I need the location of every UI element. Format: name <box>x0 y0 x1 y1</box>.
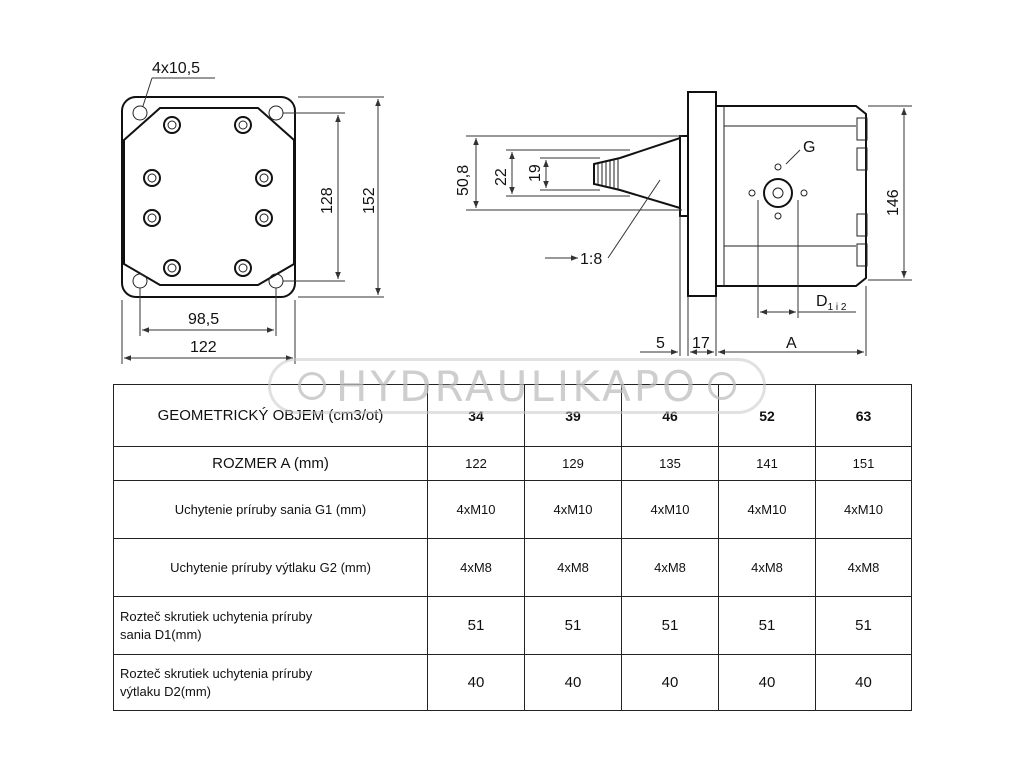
mount-hole-tr <box>268 105 284 121</box>
table-cell: 4xM8 <box>621 538 719 597</box>
pilot <box>679 135 689 217</box>
table-cell: 135 <box>621 446 719 481</box>
dim-19: 19 <box>527 164 544 182</box>
table-cell: 4xM10 <box>815 480 912 539</box>
table-cell: 40 <box>427 654 525 711</box>
row-label-line1: Rozteč skrutiek uchytenia príruby <box>120 608 313 624</box>
bolt-pattern <box>143 116 273 277</box>
table-cell: 51 <box>427 596 525 655</box>
header-value: 34 <box>427 384 525 447</box>
table-cell: 51 <box>815 596 912 655</box>
mount-hole-br <box>268 273 284 289</box>
taper-label: 1:8 <box>580 251 602 268</box>
table-cell: 4xM8 <box>524 538 622 597</box>
row-label-line2: sania D1(mm) <box>120 626 202 642</box>
table-cell: 141 <box>718 446 816 481</box>
header-value: 63 <box>815 384 912 447</box>
table-cell: 51 <box>524 596 622 655</box>
table-cell: 122 <box>427 446 525 481</box>
table-cell: 40 <box>621 654 719 711</box>
table-cell: 4xM10 <box>621 480 719 539</box>
table-cell: 40 <box>718 654 816 711</box>
port-label: G <box>803 139 815 156</box>
table-cell: 4xM10 <box>718 480 816 539</box>
table-cell: 40 <box>524 654 622 711</box>
mount-hole-bl <box>132 273 148 289</box>
dim-146: 146 <box>885 189 902 216</box>
table-header-row: GEOMETRICKÝ OBJEM (cm3/ot) 34 39 46 52 6… <box>113 384 912 447</box>
header-value: 46 <box>621 384 719 447</box>
row-label-line2: výtlaku D2(mm) <box>120 683 212 699</box>
table-cell: 51 <box>718 596 816 655</box>
pump-body-outline <box>123 107 295 286</box>
dim-width: 122 <box>190 339 217 356</box>
side-view: G 50,8 22 19 1:8 146 D1 i 2 <box>455 91 912 356</box>
table-cell: 4xM8 <box>427 538 525 597</box>
table-cell: 151 <box>815 446 912 481</box>
row-label: Rozteč skrutiek uchytenia príruby sania … <box>113 596 428 655</box>
table-row: Rozteč skrutiek uchytenia príruby sania … <box>113 596 912 655</box>
d-label: D1 i 2 <box>816 293 847 313</box>
shaft-thread <box>597 159 619 189</box>
dim-hole-spacing-vertical: 128 <box>319 187 336 214</box>
row-label-line1: Rozteč skrutiek uchytenia príruby <box>120 665 313 681</box>
dim-22: 22 <box>493 168 510 186</box>
dim-hole-spacing-horizontal: 98,5 <box>188 311 219 328</box>
dim-17: 17 <box>692 335 710 352</box>
table-cell: 129 <box>524 446 622 481</box>
side-flange <box>687 91 717 297</box>
dim-a: A <box>786 335 797 352</box>
row-label: Uchytenie príruby sania G1 (mm) <box>113 480 428 539</box>
spec-table: GEOMETRICKÝ OBJEM (cm3/ot) 34 39 46 52 6… <box>113 384 912 711</box>
dim-5: 5 <box>656 335 665 352</box>
table-row: Uchytenie príruby sania G1 (mm) 4xM10 4x… <box>113 480 912 539</box>
table-row: Uchytenie príruby výtlaku G2 (mm) 4xM8 4… <box>113 538 912 597</box>
table-cell: 51 <box>621 596 719 655</box>
header-label: GEOMETRICKÝ OBJEM (cm3/ot) <box>113 384 428 447</box>
dim-height: 152 <box>361 187 378 214</box>
mount-hole-tl <box>132 105 148 121</box>
port <box>748 149 808 220</box>
table-row: ROZMER A (mm) 122 129 135 141 151 <box>113 446 912 481</box>
dim-50-8: 50,8 <box>455 165 472 196</box>
table-cell: 4xM10 <box>524 480 622 539</box>
holes-label: 4x10,5 <box>152 60 200 77</box>
row-label: Uchytenie príruby výtlaku G2 (mm) <box>113 538 428 597</box>
row-label: Rozteč skrutiek uchytenia príruby výtlak… <box>113 654 428 711</box>
tapered-shaft <box>593 136 681 210</box>
front-view: 4x10,5 128 152 98,5 122 <box>121 60 384 364</box>
flange-plate <box>121 96 296 298</box>
table-cell: 40 <box>815 654 912 711</box>
header-value: 39 <box>524 384 622 447</box>
pump-body <box>715 105 867 287</box>
table-cell: 4xM8 <box>718 538 816 597</box>
row-label: ROZMER A (mm) <box>113 446 428 481</box>
table-cell: 4xM10 <box>427 480 525 539</box>
table-cell: 4xM8 <box>815 538 912 597</box>
header-value: 52 <box>718 384 816 447</box>
table-row: Rozteč skrutiek uchytenia príruby výtlak… <box>113 654 912 711</box>
technical-drawing: 4x10,5 128 152 98,5 122 <box>121 60 912 364</box>
